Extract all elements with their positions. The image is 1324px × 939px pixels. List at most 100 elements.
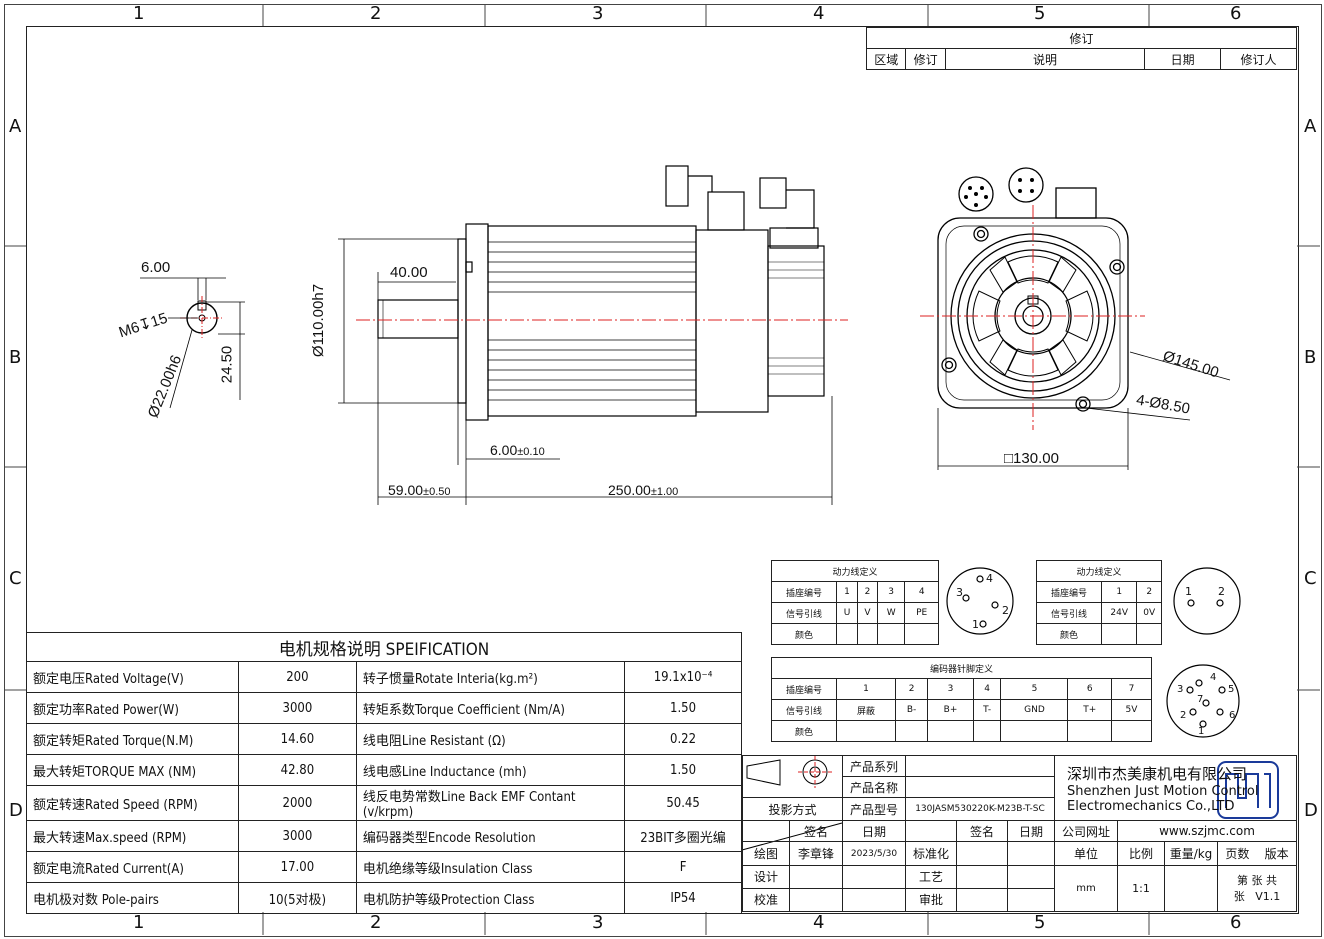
tb-blank <box>1007 864 1055 889</box>
brake-row-label-signal: 信号引线 <box>1036 602 1102 624</box>
tb-date2-header: 日期 <box>1007 820 1055 843</box>
enc-row-label-color: 颜色 <box>771 720 837 742</box>
dim-shaft-total: 59.00±0.50 <box>388 482 451 498</box>
tb-series-value <box>905 754 1055 778</box>
title-block: 产品系列 深圳市杰美康机电有限公司 Shenzhen Just Motion C… <box>742 754 1297 913</box>
power-color-cell <box>835 623 859 645</box>
spec-value: 10(5对极) <box>237 882 357 914</box>
outer-border <box>4 4 1322 937</box>
drawing-frame <box>26 26 1299 914</box>
spec-value: 0.22 <box>624 723 742 755</box>
tb-weight-value <box>1164 864 1218 913</box>
spec-label: 电机绝缘等级Insulation Class <box>355 851 626 883</box>
tb-blank <box>956 864 1008 889</box>
power-pin-cell: 1 <box>835 581 859 603</box>
rev-col-date: 日期 <box>1144 48 1222 70</box>
enc-pin-5: 5 <box>1228 684 1235 695</box>
brake-color-cell <box>1136 623 1162 645</box>
brake-pin-2: 2 <box>1218 585 1225 598</box>
tb-series-label: 产品系列 <box>842 754 906 778</box>
company-cell: 深圳市杰美康机电有限公司 Shenzhen Just Motion Contro… <box>1054 754 1297 822</box>
specification-table: 电机规格说明 SPEIFICATION 额定电压Rated Voltage(V)… <box>26 632 742 914</box>
brake-pin-cell: 2 <box>1136 581 1162 603</box>
rev-col-desc: 说明 <box>944 48 1146 70</box>
tb-page-value: 第 张 共 张 <box>1233 874 1277 904</box>
brake-color-cell <box>1100 623 1138 645</box>
tb-pages-version: 页数 版本 <box>1217 841 1297 866</box>
power-pin-cell: 4 <box>904 581 939 603</box>
tb-drawer: 李章锋 <box>789 841 843 866</box>
enc-pin-cell: 5 <box>1000 678 1069 700</box>
zone-col-4-bottom: 4 <box>813 912 825 933</box>
tb-projection-label: 投影方式 <box>742 797 843 822</box>
spec-label: 额定电压Rated Voltage(V) <box>26 661 239 693</box>
dim-key-h: 24.50 <box>218 345 236 384</box>
rev-col-zone: 区域 <box>865 48 907 70</box>
zone-col-5-top: 5 <box>1034 3 1046 24</box>
power-row-label-pin: 插座编号 <box>771 581 837 603</box>
enc-signal-cell: 屏蔽 <box>836 699 896 721</box>
brake-pin-1: 1 <box>1185 585 1192 598</box>
power-signal-cell: W <box>876 602 906 624</box>
spec-label: 最大转速Max.speed (RPM) <box>26 820 239 852</box>
tb-blank <box>1007 841 1055 866</box>
spec-label: 线电阻Line Resistant (Ω) <box>355 723 626 755</box>
power-pin-3: 3 <box>956 586 963 599</box>
zone-col-6-bottom: 6 <box>1230 912 1242 933</box>
tb-check-label: 校准 <box>742 887 790 913</box>
revision-table: 修订 区域 修订 说明 日期 修订人 <box>865 27 1297 70</box>
spec-label: 最大转矩TORQUE MAX (NM) <box>26 754 239 786</box>
enc-pin-cell: 3 <box>927 678 974 700</box>
tb-sign-header: 签名 <box>789 820 843 843</box>
zone-col-2-bottom: 2 <box>370 912 382 933</box>
spec-value: 42.80 <box>237 754 357 786</box>
power-signal-cell: PE <box>904 602 939 624</box>
power-row-label-signal: 信号引线 <box>771 602 837 624</box>
tb-pages-label: 页数 <box>1225 847 1250 862</box>
spec-value: F <box>624 851 742 883</box>
enc-pin-2: 2 <box>1180 710 1187 721</box>
tb-draw-date: 2023/5/30 <box>842 841 906 866</box>
tb-weight-label: 重量/kg <box>1164 841 1218 866</box>
company-name-cn: 深圳市杰美康机电有限公司 <box>1067 764 1248 783</box>
power-pin-1: 1 <box>972 618 979 631</box>
shaft-end-view <box>140 277 245 409</box>
power-table-title: 动力线定义 <box>771 560 939 582</box>
dim-thread: 6.00 <box>141 259 171 276</box>
motor-side-view <box>377 165 825 421</box>
projection-symbol-cell <box>742 754 843 799</box>
tb-unit-value: mm <box>1054 864 1118 913</box>
power-color-cell <box>857 623 878 645</box>
power-pin-cell: 3 <box>876 581 906 603</box>
dim-body-len: 250.00±1.00 <box>608 482 679 498</box>
tb-blank <box>956 841 1008 866</box>
spec-label: 额定转速Rated Speed (RPM) <box>26 785 239 821</box>
enc-signal-cell: GND <box>1000 699 1069 721</box>
enc-color-cell <box>894 720 929 742</box>
tb-scale-label: 比例 <box>1117 841 1165 866</box>
enc-color-cell <box>927 720 974 742</box>
enc-pin-cell: 7 <box>1111 678 1152 700</box>
brake-signal-cell: 0V <box>1136 602 1162 624</box>
enc-pin-cell: 6 <box>1067 678 1112 700</box>
spec-label: 额定转矩Rated Torque(N.M) <box>26 723 239 755</box>
enc-color-cell <box>836 720 896 742</box>
tb-draw-label: 绘图 <box>742 841 790 866</box>
tb-model-label: 产品型号 <box>842 797 906 822</box>
spec-label: 额定功率Rated Power(W) <box>26 692 239 724</box>
tb-blank <box>789 887 843 913</box>
enc-row-label-signal: 信号引线 <box>771 699 837 721</box>
enc-signal-cell: 5V <box>1111 699 1152 721</box>
tb-blank <box>842 887 906 913</box>
enc-color-cell <box>1000 720 1069 742</box>
tb-version-value: V1.1 <box>1255 890 1281 904</box>
power-color-cell <box>876 623 906 645</box>
spec-label: 转子惯量Rotate Interia(kg.m²) <box>355 661 626 693</box>
spec-value: 23BIT多圈光编 <box>624 820 742 852</box>
tb-approve-label: 审批 <box>905 887 957 913</box>
